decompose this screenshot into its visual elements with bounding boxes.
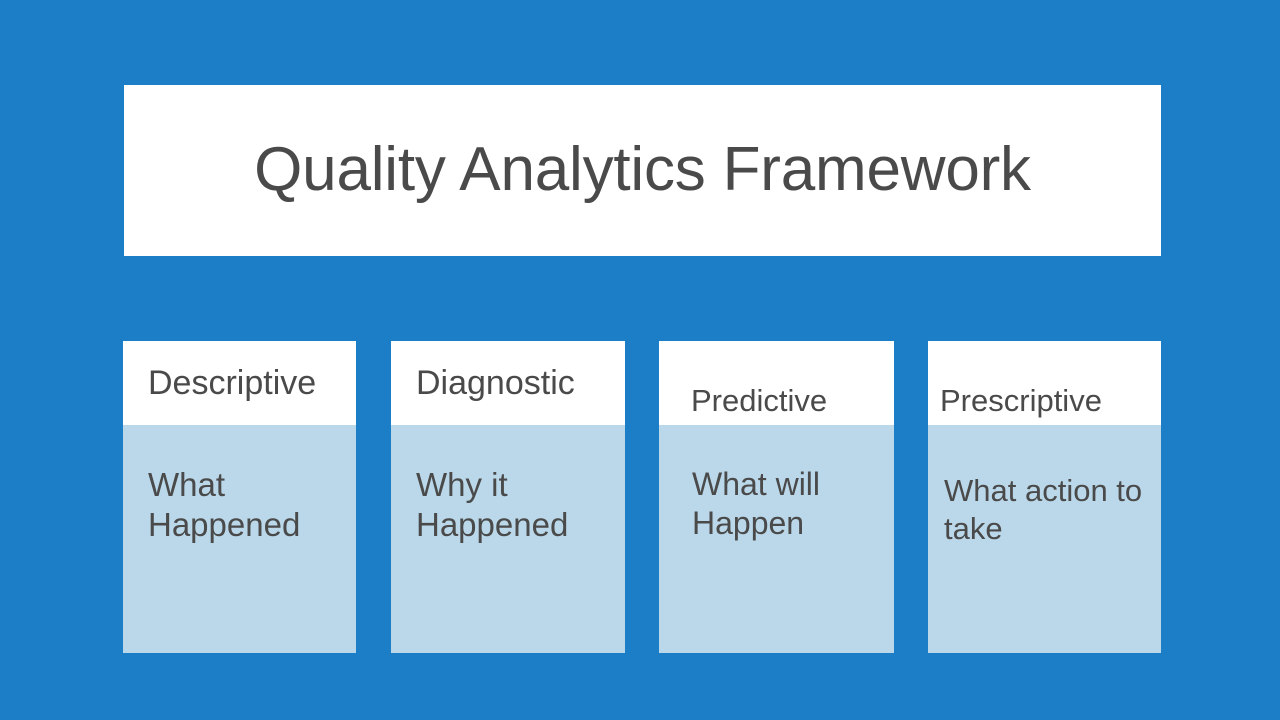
card-prescriptive[interactable]: Prescriptive What action to take <box>928 341 1161 653</box>
card-predictive-title: Predictive <box>691 383 828 418</box>
card-diagnostic-title: Diagnostic <box>416 364 575 402</box>
card-diagnostic-header: Diagnostic <box>391 341 625 425</box>
card-diagnostic-body: Why it Happened <box>416 466 569 544</box>
card-predictive-body: What will Happen <box>692 466 821 542</box>
page-title: Quality Analytics Framework <box>254 135 1031 205</box>
card-predictive-header: Predictive <box>659 341 894 425</box>
card-descriptive-title: Descriptive <box>148 364 317 402</box>
card-predictive[interactable]: Predictive What will Happen <box>659 341 894 653</box>
title-banner: Quality Analytics Framework <box>124 85 1161 256</box>
card-prescriptive-body: What action to take <box>944 473 1143 546</box>
card-descriptive[interactable]: Descriptive What Happened <box>123 341 356 653</box>
card-descriptive-header: Descriptive <box>123 341 356 425</box>
card-diagnostic[interactable]: Diagnostic Why it Happened <box>391 341 625 653</box>
card-descriptive-body: What Happened <box>148 466 301 544</box>
card-prescriptive-title: Prescriptive <box>940 383 1102 418</box>
card-prescriptive-header: Prescriptive <box>928 341 1161 425</box>
